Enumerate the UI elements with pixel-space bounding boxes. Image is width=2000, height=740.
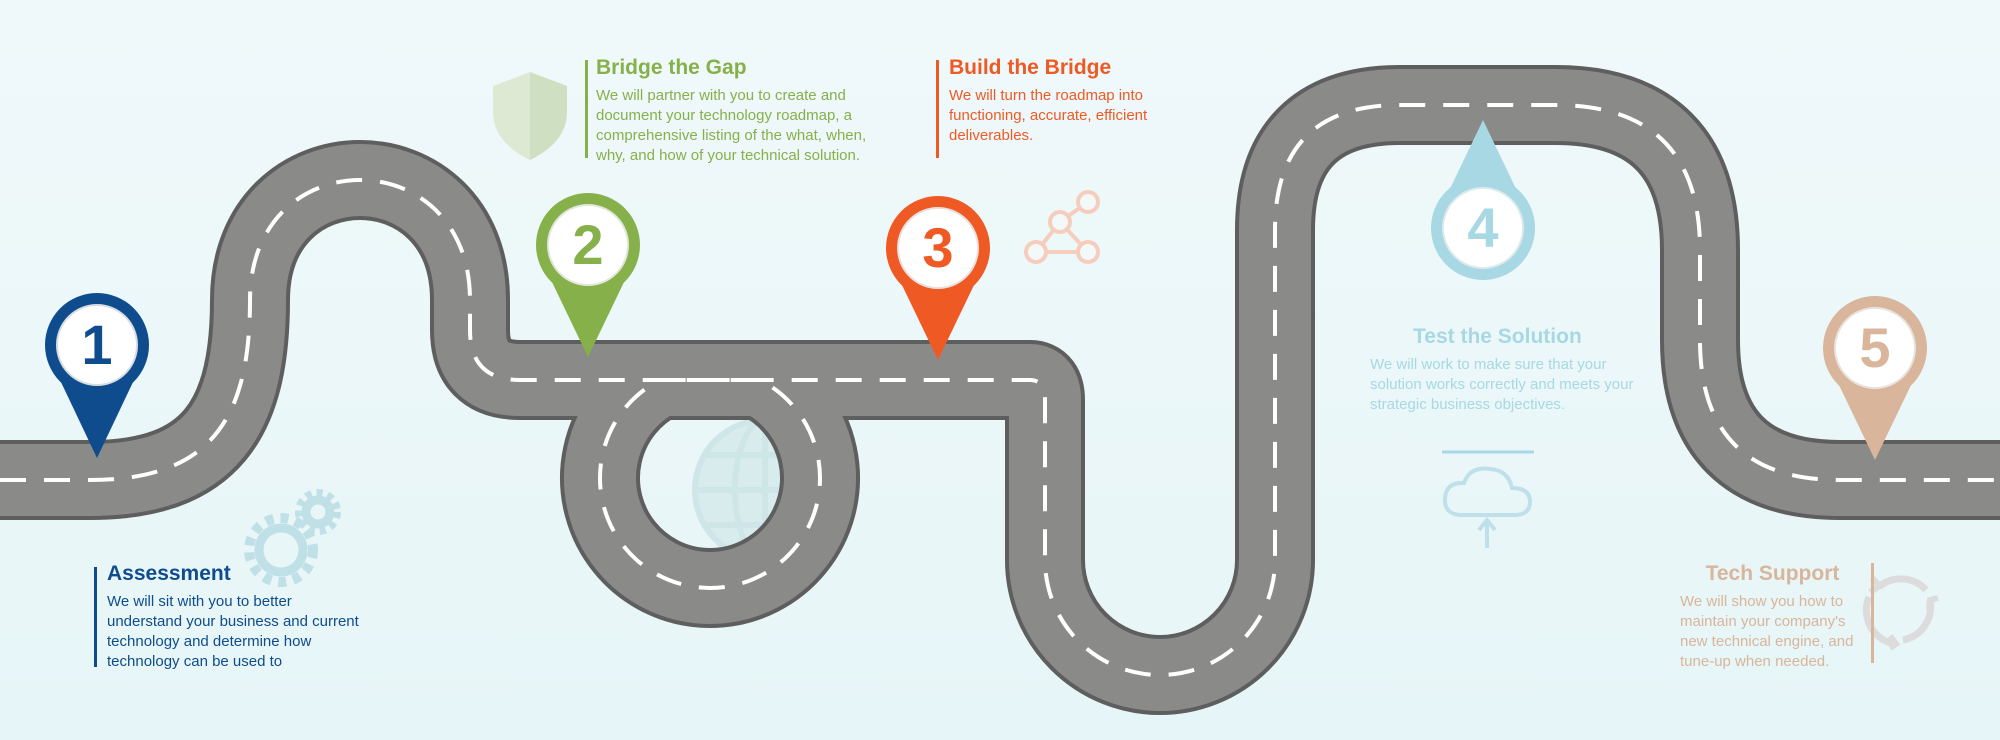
pin-3-number: 3	[922, 216, 953, 279]
step-5-text-block: Tech Support We will show you how to mai…	[1680, 562, 1865, 672]
network-icon	[1024, 190, 1100, 264]
pin-4: 4	[1431, 120, 1535, 280]
pin-5-number: 5	[1859, 316, 1890, 379]
step-3-accent-bar	[936, 60, 939, 158]
refresh-icon	[1862, 575, 1939, 651]
shield-icon	[493, 72, 567, 160]
road-center-dashes	[0, 103, 2000, 677]
step-3-title: Build the Bridge	[949, 56, 1112, 79]
pin-1: 1	[45, 293, 149, 458]
step-3-text-block: Build the Bridge We will turn the roadma…	[949, 56, 1179, 146]
step-1-title: Assessment	[107, 562, 231, 585]
step-4-title: Test the Solution	[1413, 325, 1582, 348]
step-2-text-block: Bridge the Gap We will partner with you …	[596, 56, 876, 166]
step-3-description: We will turn the roadmap into functionin…	[949, 87, 1148, 144]
pin-1-number: 1	[81, 313, 112, 376]
cloud-upload-icon	[1442, 450, 1534, 548]
step-1-text-block: Assessment We will sit with you to bette…	[107, 562, 367, 672]
step-2-accent-bar	[585, 60, 588, 158]
pin-3: 3	[886, 196, 990, 360]
gears-icon	[244, 489, 341, 587]
step-5-title: Tech Support	[1705, 562, 1840, 585]
step-4-text-block: Test the Solution We will work to make s…	[1370, 325, 1660, 415]
step-4-description: We will work to make sure that your solu…	[1370, 356, 1634, 413]
pin-2: 2	[536, 193, 640, 357]
pin-4-number: 4	[1467, 196, 1498, 259]
pin-5: 5	[1823, 296, 1927, 460]
pin-2-number: 2	[572, 213, 603, 276]
step-2-title: Bridge the Gap	[596, 56, 747, 79]
step-2-description: We will partner with you to create and d…	[596, 87, 867, 164]
step-5-accent-bar	[1871, 563, 1874, 663]
step-5-description: We will show you how to maintain your co…	[1680, 593, 1854, 670]
step-1-accent-bar	[94, 567, 97, 667]
road	[0, 65, 2000, 715]
step-1-description: We will sit with you to better understan…	[107, 593, 359, 670]
